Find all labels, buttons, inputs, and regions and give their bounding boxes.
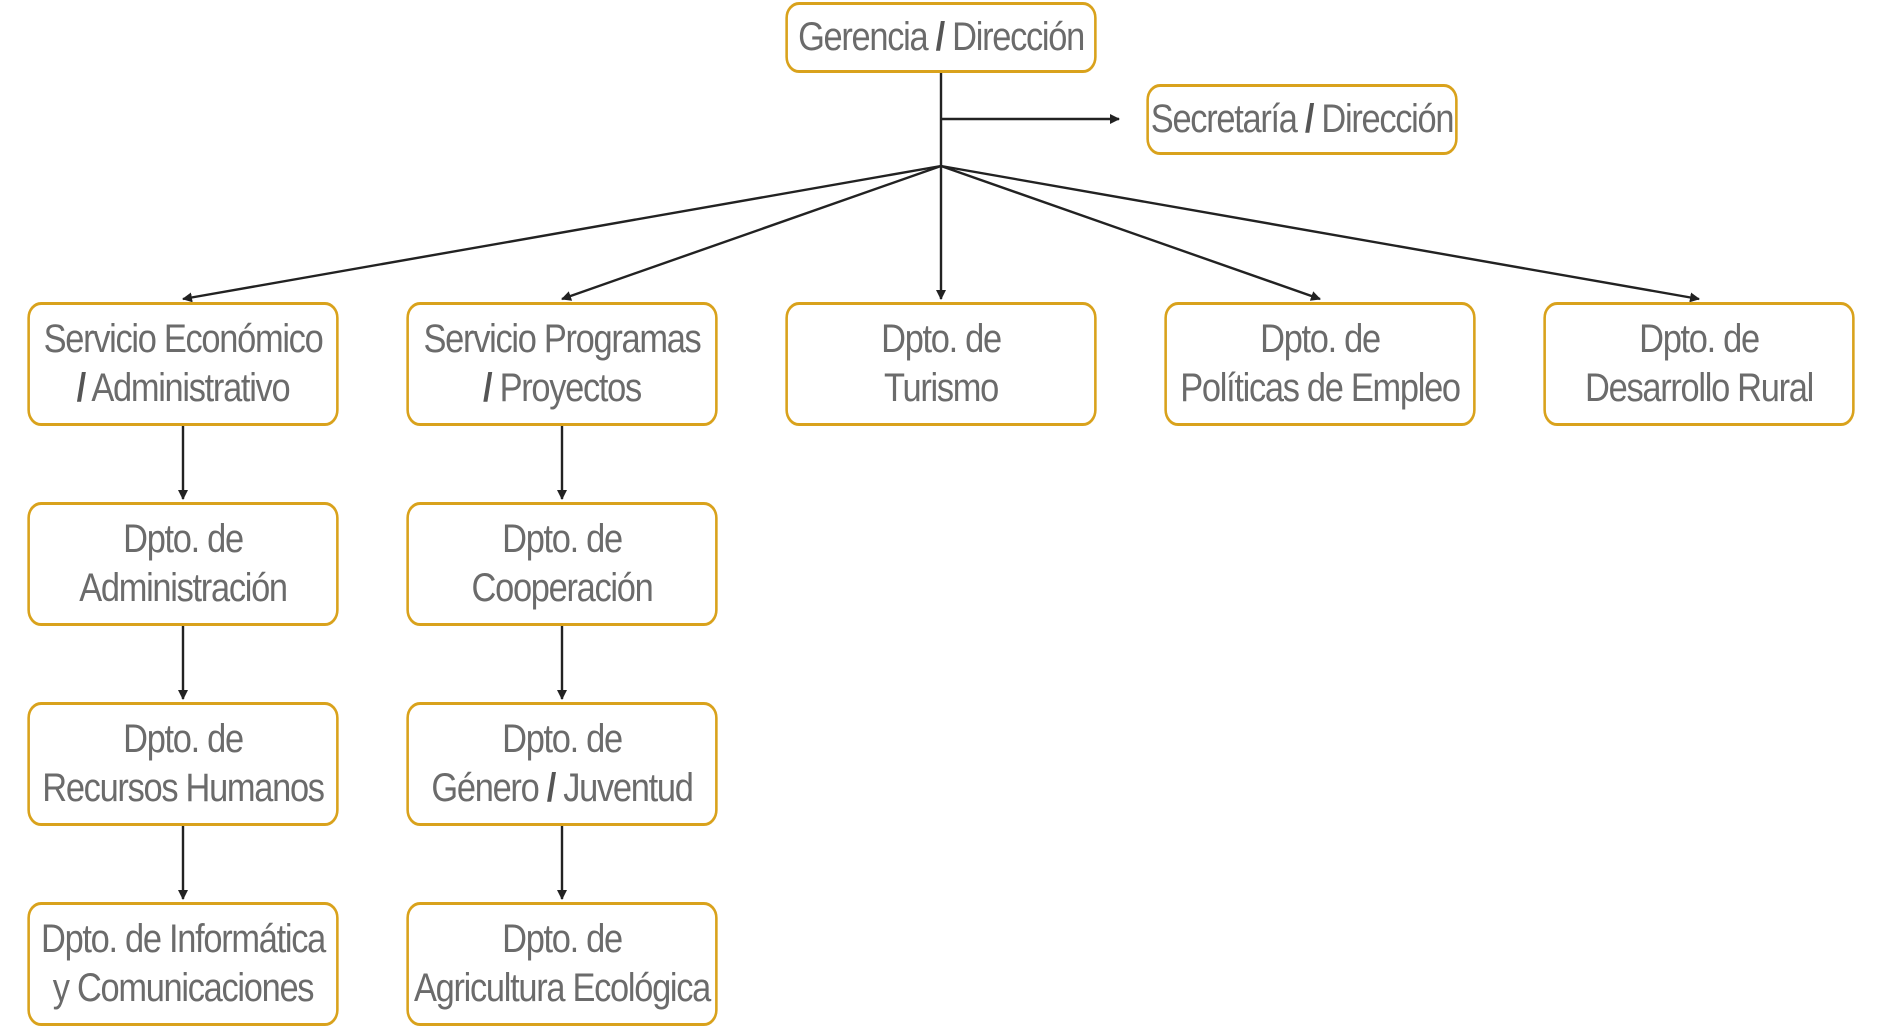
- node-line-2: Administrativo: [91, 366, 290, 410]
- node-text: Dirección: [952, 15, 1085, 60]
- node-line-1: Dpto. de: [1260, 317, 1381, 362]
- node-text: Gerencia: [798, 15, 929, 60]
- node-line-2: Políticas de Empleo: [1180, 366, 1461, 410]
- node-dpto-desarrollo-rural: Dpto. de Desarrollo Rural: [1543, 302, 1855, 426]
- node-dpto-informatica: Dpto. de Informática y Comunicaciones: [27, 902, 339, 1026]
- node-line-1: Servicio Económico: [43, 317, 324, 362]
- arrow-to-rural: [940, 164, 1700, 303]
- node-dpto-politicas-empleo: Dpto. de Políticas de Empleo: [1164, 302, 1476, 426]
- slash-separator: /: [483, 366, 493, 410]
- node-dpto-recursos-humanos: Dpto. de Recursos Humanos: [27, 702, 339, 826]
- node-line-2: y Comunicaciones: [52, 966, 315, 1010]
- node-text: Juventud: [563, 766, 694, 810]
- node-dpto-agricultura-ecologica: Dpto. de Agricultura Ecológica: [406, 902, 718, 1026]
- node-dpto-turismo: Dpto. de Turismo: [785, 302, 1097, 426]
- node-line-1: Dpto. de: [123, 517, 244, 562]
- node-line-1: Dpto. de: [123, 717, 244, 762]
- node-secretaria-direccion: Secretaría / Dirección: [1146, 84, 1458, 155]
- node-line-1: Dpto. de Informática: [41, 917, 326, 962]
- node-dpto-genero-juventud: Dpto. de Género / Juventud: [406, 702, 718, 826]
- arrow-to-serv-econ: [182, 164, 942, 303]
- slash-separator: /: [1304, 97, 1315, 142]
- node-line-2: Recursos Humanos: [42, 766, 325, 810]
- node-line-1: Servicio Programas: [423, 317, 702, 362]
- arrow-to-serv-prog: [561, 164, 942, 301]
- node-line-2: Desarrollo Rural: [1585, 366, 1814, 410]
- slash-separator: /: [935, 15, 946, 60]
- node-line-2: Proyectos: [499, 366, 643, 410]
- node-servicio-programas: Servicio Programas / Proyectos: [406, 302, 718, 426]
- node-line-2: Cooperación: [471, 566, 654, 610]
- arrow-to-politicas: [940, 164, 1321, 301]
- node-line-1: Dpto. de: [1639, 317, 1760, 362]
- node-line-1: Dpto. de: [881, 317, 1002, 362]
- node-line-1: Dpto. de: [502, 517, 623, 562]
- node-text: Dirección: [1321, 97, 1454, 142]
- node-text: Género: [431, 766, 539, 810]
- node-line-1: Dpto. de: [502, 717, 623, 762]
- node-dpto-administracion: Dpto. de Administración: [27, 502, 339, 626]
- node-line-2: Administración: [79, 566, 288, 610]
- node-gerencia-direccion: Gerencia / Dirección: [785, 2, 1097, 73]
- slash-separator: /: [546, 766, 557, 810]
- node-dpto-cooperacion: Dpto. de Cooperación: [406, 502, 718, 626]
- node-text: Secretaría: [1150, 97, 1298, 142]
- slash-separator: /: [76, 366, 87, 410]
- node-line-1: Dpto. de: [502, 917, 623, 962]
- node-servicio-economico: Servicio Económico / Administrativo: [27, 302, 339, 426]
- node-line-2: Agricultura Ecológica: [413, 966, 711, 1010]
- node-line-2: Turismo: [884, 366, 999, 410]
